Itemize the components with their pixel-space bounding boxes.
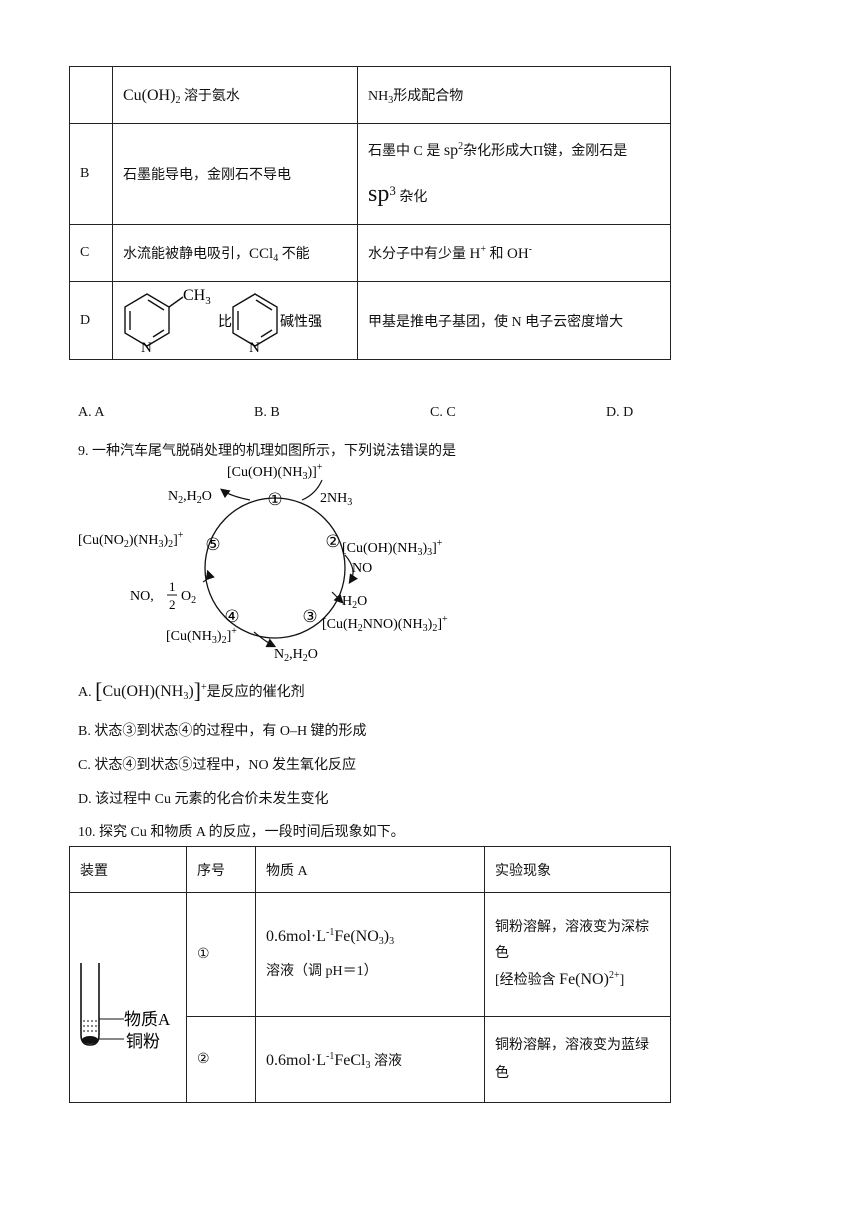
complex-3: [Cu(H2NNO)(NH3)2]+ [322,614,448,634]
row-label: B [69,123,113,225]
choice-a[interactable]: A. [Cu(OH)(NH3)]+是反应的催化剂 [78,678,305,703]
row-label: D [69,281,113,360]
experiment-table: 装置 序号 物质 A 实验现象 物质A 铜粉 ① 0.6mol·L-1Fe( [69,846,671,1103]
question-9-stem: 9. 一种汽车尾气脱硝处理的机理如图所示，下列说法错误的是 [78,444,456,459]
fact-cell: N CH3 比 N 碱性强 [112,281,358,360]
copper-powder [82,1036,98,1044]
state-3-label: ③ [302,607,317,626]
arrow-no [344,554,358,584]
option-a[interactable]: A. A [78,405,105,420]
row-number: ② [186,1016,256,1103]
option-c[interactable]: C. C [430,405,456,420]
complex-4: [Cu(NH3)2]+ [166,626,237,646]
reagent-nh3: 2NH3 [320,491,352,508]
row-label: C [69,224,113,282]
fact-cell: 石墨能导电，金刚石不导电 [112,123,358,225]
table-row: ② 0.6mol·L-1FeCl3 溶液 铜粉溶解，溶液变为蓝绿色 [70,1016,671,1103]
table-row: 物质A 铜粉 ① 0.6mol·L-1Fe(NO3)3 溶液（调 pH＝1） 铜… [69,892,671,1103]
fraction-denominator: 2 [169,597,176,612]
choice-c[interactable]: C. 状态④到状态⑤过程中，NO 发生氧化反应 [78,758,357,773]
test-tube [80,963,100,1046]
reagent-no: NO [352,561,372,576]
table-row: D N CH3 比 [69,281,671,360]
comparison-table: Cu(OH)2 溶于氨水 NH3形成配合物 B 石墨能导电，金刚石不导电 石墨中… [69,66,671,360]
product-n2h2o-bottom: N2,H2O [274,647,318,664]
reason-cell: 甲基是推电子基团，使 N 电子云密度增大 [357,281,671,360]
cycle-ring [204,497,346,639]
reagent-no-o2: NO, [130,589,154,604]
arrow-n2h2o-top [220,488,251,501]
state-4-label: ④ [224,607,239,626]
reagent-o2: O2 [181,589,196,606]
reason-cell: NH3形成配合物 [357,66,671,124]
question-10-stem: 10. 探究 Cu 和物质 A 的反应，一段时间后现象如下。 [78,825,405,840]
arrow-no-o2 [202,569,215,583]
strong-text: 碱性强 [280,314,322,330]
fraction-numerator: 1 [169,579,176,594]
substance-cell: 0.6mol·L-1FeCl3 溶液 [255,1016,485,1103]
methylpyridine-structure [124,293,184,347]
row-label [69,66,113,124]
complex-5: [Cu(NO2)(NH3)2]+ [78,530,184,550]
compare-text: 比 [218,314,232,330]
methyl-label: CH3 [183,287,211,307]
fact-cell: 水流能被静电吸引，CCl4 不能 [112,224,358,282]
fact-cell: Cu(OH)2 溶于氨水 [112,66,358,124]
nitrogen-label: N [141,340,152,354]
label-substance-a: 物质A [124,1010,171,1029]
test-tube-apparatus: 物质A 铜粉 [80,963,171,1051]
complex-1: [Cu(OH)(NH3)]+ [227,462,323,482]
choice-d[interactable]: D. 该过程中 Cu 元素的化合价未发生变化 [78,792,329,807]
header-substance: 物质 A [255,846,485,893]
phenomenon-cell: 铜粉溶解，溶液变为深棕色 [经检验含 Fe(NO)2+] [484,892,671,1017]
table-header-row: 装置 序号 物质 A 实验现象 [69,846,671,893]
header-apparatus: 装置 [69,846,187,893]
arrow-nh3 [301,479,323,501]
option-d[interactable]: D. D [606,405,634,420]
arrow-h2o [331,591,344,604]
state-5-label: ⑤ [205,535,220,554]
liquid [82,1020,98,1044]
reason-cell: 石墨中 C 是 sp2杂化形成大Π键，金刚石是 sp3 杂化 [357,123,671,225]
substance-cell: 0.6mol·L-1Fe(NO3)3 溶液（调 pH＝1） [255,892,485,1017]
table-row: B 石墨能导电，金刚石不导电 石墨中 C 是 sp2杂化形成大Π键，金刚石是 s… [69,123,671,225]
product-h2o: H2O [342,594,367,611]
arrow-n2h2o-bottom [253,631,277,648]
header-number: 序号 [186,846,256,893]
header-phenomenon: 实验现象 [484,846,671,893]
label-copper-powder: 铜粉 [126,1032,160,1051]
table-row: Cu(OH)2 溶于氨水 NH3形成配合物 [69,66,671,124]
complex-2: [Cu(OH)(NH3)3]+ [342,538,443,558]
product-n2h2o-top: N2,H2O [168,489,212,506]
state-2-label: ② [325,532,340,551]
state-1-label: ① [267,490,282,509]
pyridine-structures: N CH3 比 N 碱性强 [124,287,322,356]
nitrogen-label: N [249,340,260,354]
option-b[interactable]: B. B [254,405,280,420]
choice-b[interactable]: B. 状态③到状态④的过程中，有 O–H 键的形成 [78,724,367,739]
apparatus-cell: 物质A 铜粉 [69,892,187,1103]
row-number: ① [186,892,256,1017]
phenomenon-cell: 铜粉溶解，溶液变为蓝绿色 [484,1016,671,1103]
table-row: C 水流能被静电吸引，CCl4 不能 水分子中有少量 H+ 和 OH- [69,224,671,282]
pyridine-structure [232,293,278,347]
reason-cell: 水分子中有少量 H+ 和 OH- [357,224,671,282]
mechanism-diagram: ① ② ③ ④ ⑤ [Cu(OH)(NH3)]+ 2NH3 [Cu(OH)(NH… [78,462,448,664]
